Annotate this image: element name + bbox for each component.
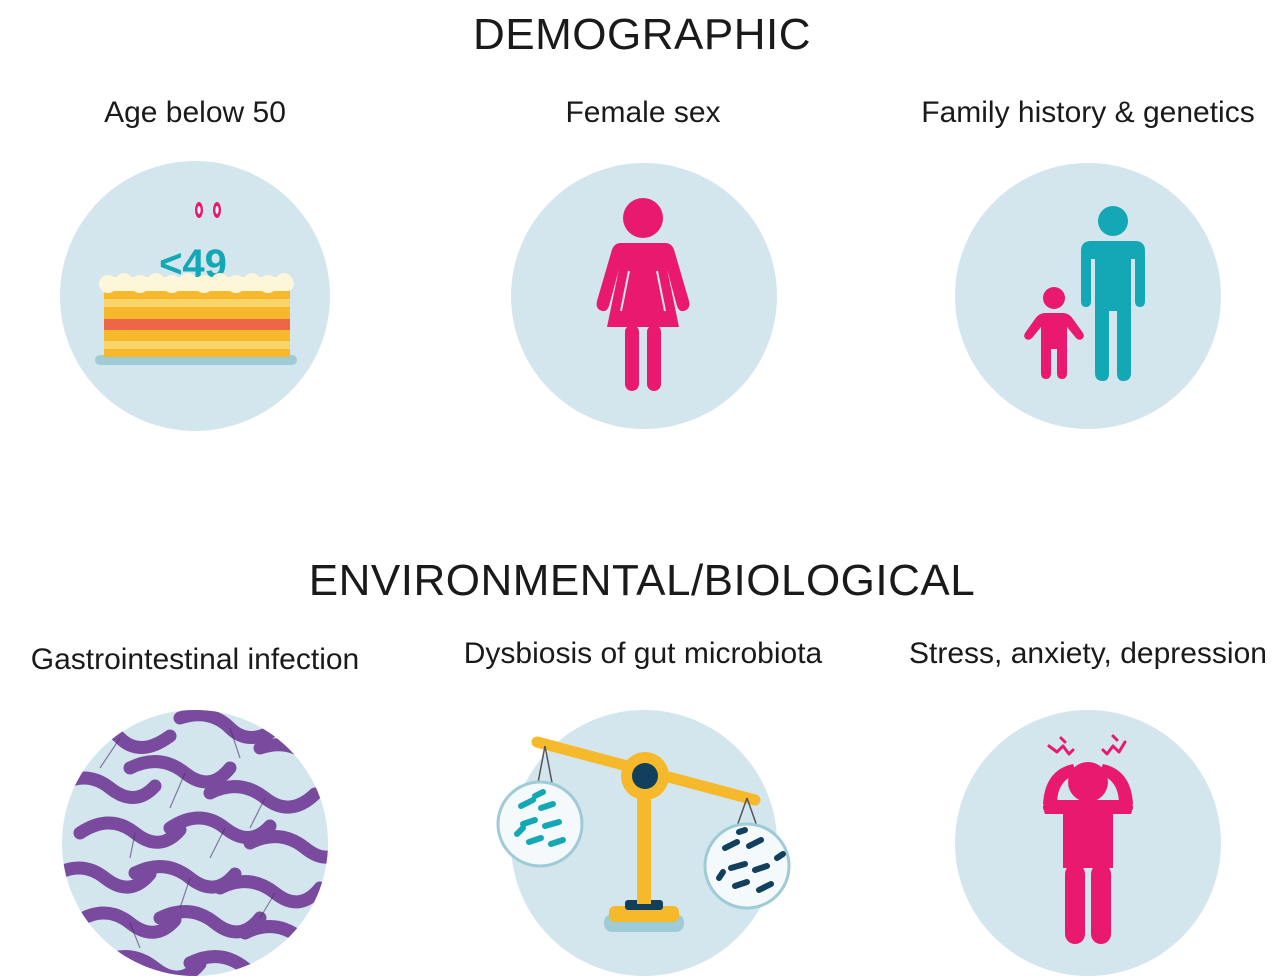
label-gastrointestinal-infection: Gastrointestinal infection: [30, 643, 360, 676]
bacteria-icon: [60, 708, 330, 978]
birthday-cake-icon: <49: [60, 161, 330, 431]
section-title-demographic: DEMOGRAPHIC: [473, 10, 811, 59]
label-stress-anxiety: Stress, anxiety, depression: [909, 637, 1267, 670]
balance-scale-icon: [496, 708, 791, 978]
female-figure-icon: [509, 161, 779, 431]
label-age-below-50: Age below 50: [104, 96, 286, 129]
label-family-history: Family history & genetics: [921, 96, 1255, 129]
parent-child-icon: [953, 161, 1223, 431]
label-female-sex: Female sex: [565, 96, 721, 129]
label-dysbiosis: Dysbiosis of gut microbiota: [463, 637, 823, 670]
section-title-environmental: ENVIRONMENTAL/BIOLOGICAL: [308, 556, 976, 605]
stressed-person-icon: [953, 708, 1223, 978]
